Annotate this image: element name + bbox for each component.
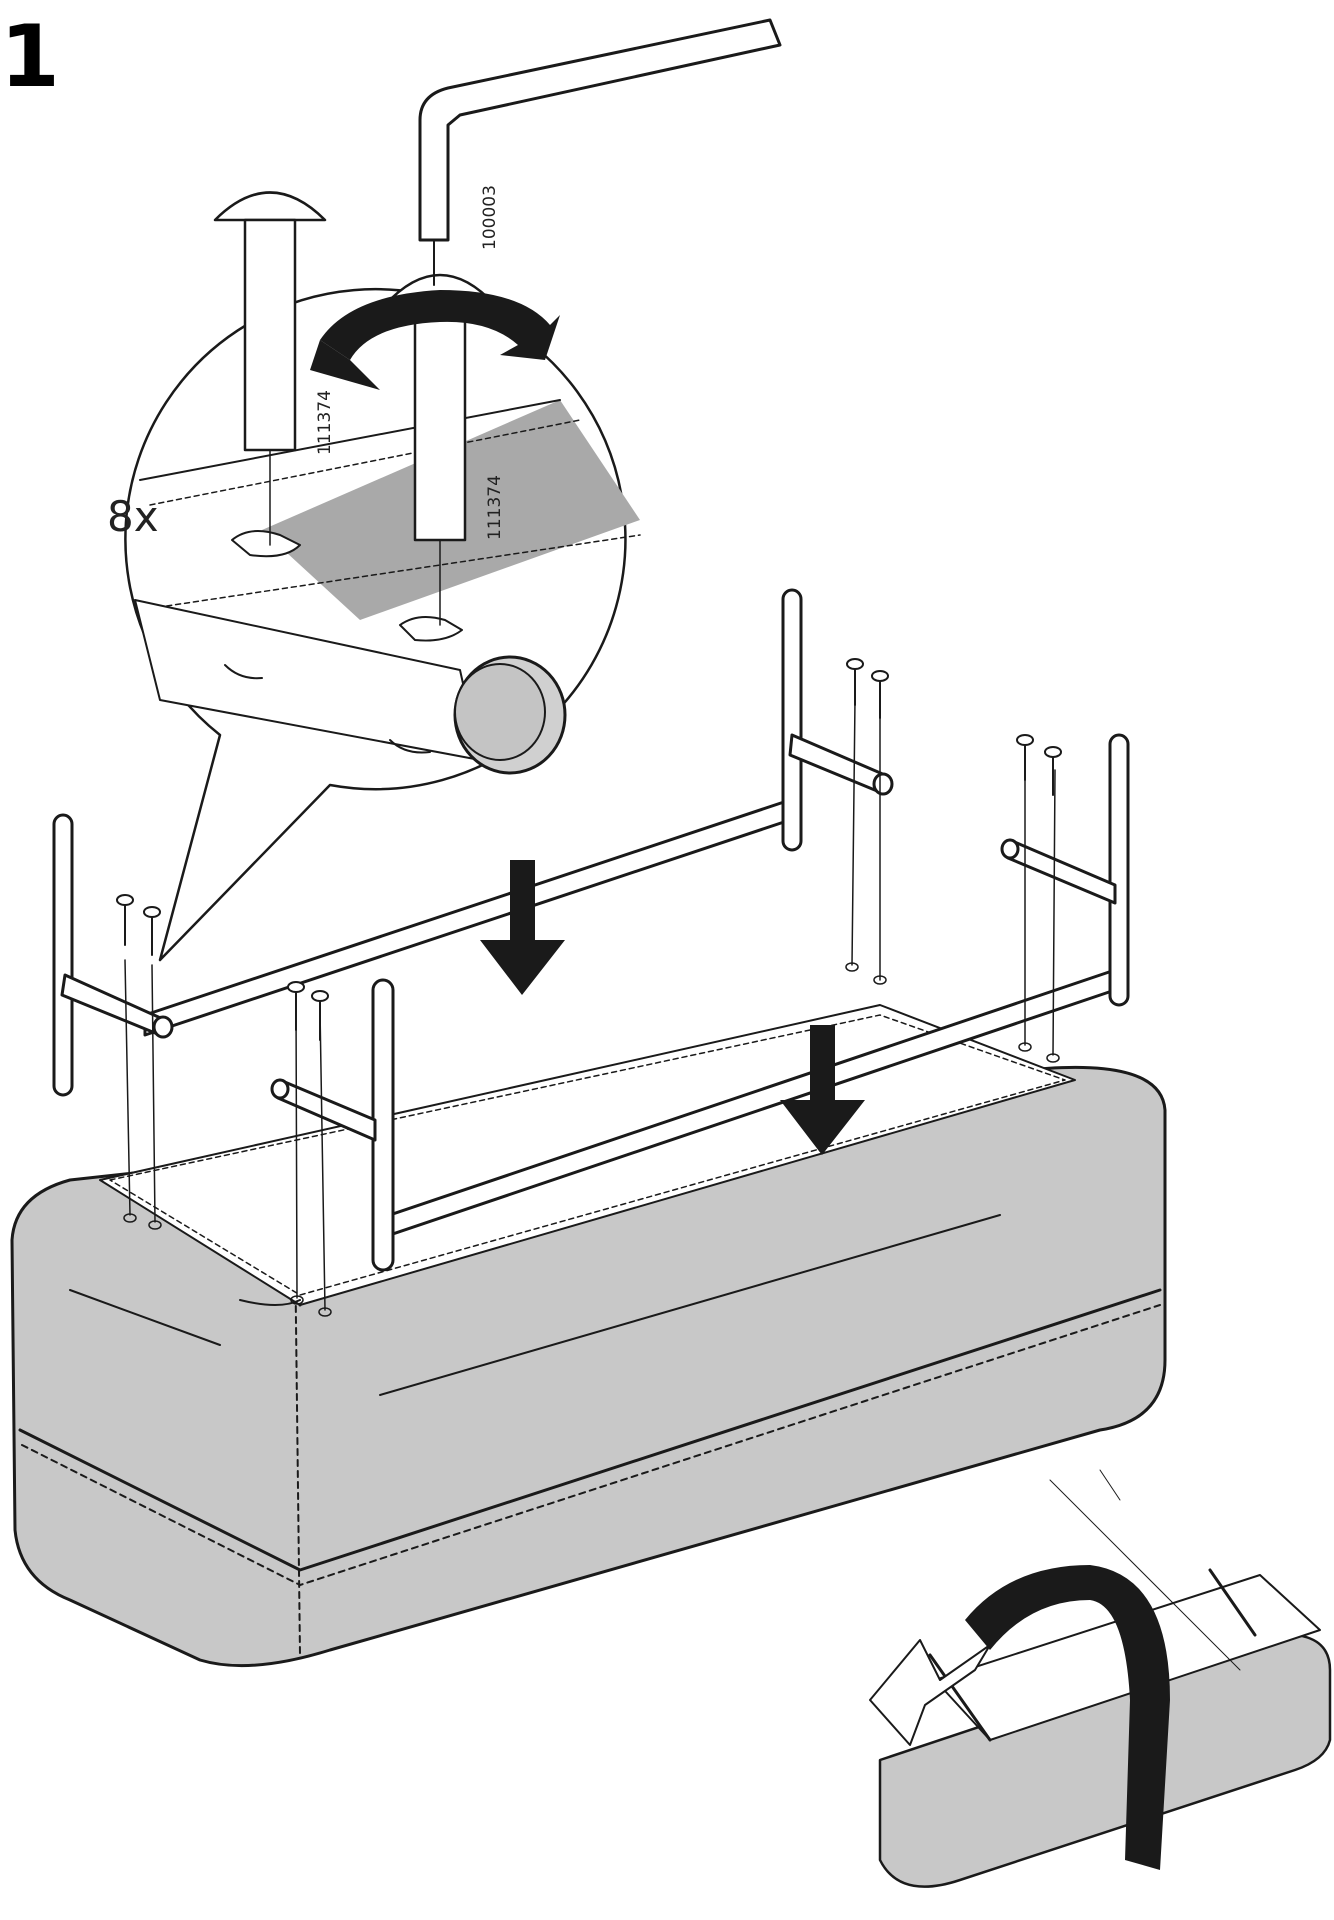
screw-icon bbox=[871, 670, 889, 719]
down-arrow-icon bbox=[780, 1025, 865, 1155]
part-number-screw-left: 111374 bbox=[315, 390, 335, 455]
screw-icon bbox=[846, 658, 864, 706]
flip-arrow-icon bbox=[869, 1565, 1170, 1870]
part-number-allen-key: 100003 bbox=[480, 185, 500, 250]
quantity-label: 8x bbox=[107, 492, 159, 541]
ottoman-body bbox=[10, 1004, 1167, 1668]
allen-key-icon bbox=[418, 18, 782, 286]
screw-icon bbox=[213, 191, 327, 546]
part-number-screw-right: 111374 bbox=[485, 475, 505, 540]
screws-small bbox=[116, 658, 1062, 1041]
screw-guide-lines bbox=[124, 699, 1056, 1311]
down-arrow-icon bbox=[480, 860, 565, 995]
detail-callout bbox=[124, 18, 782, 962]
screw-icon bbox=[311, 990, 329, 1041]
screw-icon bbox=[287, 981, 305, 1031]
rotate-arrow-icon bbox=[310, 290, 560, 390]
screw-icon bbox=[1016, 734, 1034, 781]
flip-diagram bbox=[869, 1469, 1332, 1888]
holes bbox=[123, 962, 1060, 1317]
screw-icon bbox=[116, 894, 134, 946]
leg-frame bbox=[52, 588, 1130, 1272]
step-number: 1 bbox=[0, 7, 60, 107]
screw-icon bbox=[1044, 746, 1062, 796]
screw-icon bbox=[143, 906, 161, 956]
